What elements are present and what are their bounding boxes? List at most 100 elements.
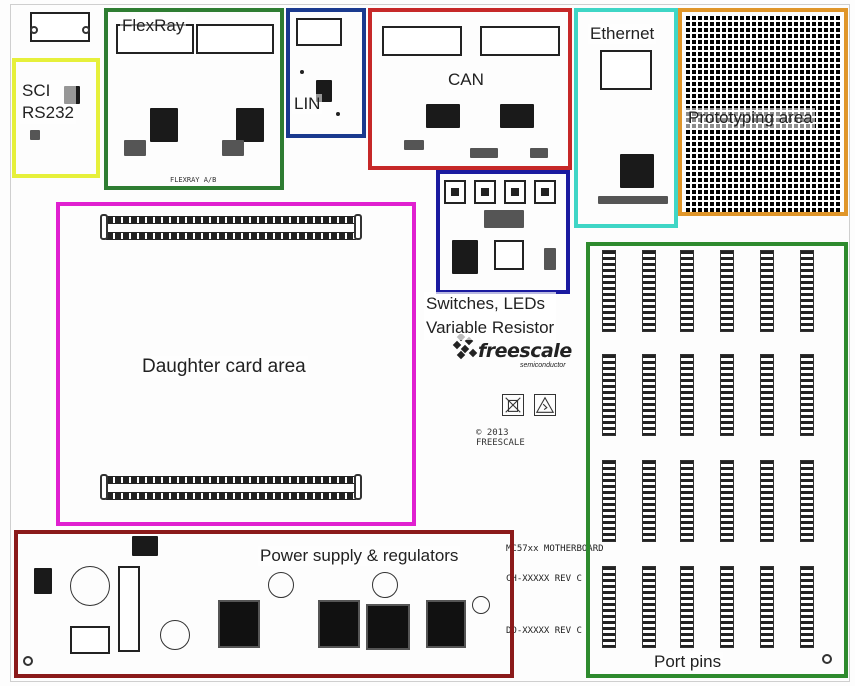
- region-label-line: Variable Resistor: [426, 318, 555, 337]
- region-switches-leds: [436, 170, 570, 294]
- capacitor: [472, 596, 490, 614]
- region-label-port-pins: Port pins: [652, 652, 724, 672]
- flexray-silk-label: FLEXRAY A/B: [170, 176, 217, 184]
- region-daughter-card: Daughter card area: [56, 202, 416, 526]
- region-label-line: RS232: [22, 103, 74, 122]
- led-bank: [484, 210, 524, 228]
- ethernet-phy: [620, 154, 654, 188]
- port-header: [720, 250, 734, 332]
- header: [470, 148, 498, 158]
- region-label-can: CAN: [446, 70, 486, 90]
- port-header: [800, 250, 814, 332]
- port-header: [642, 250, 656, 332]
- port-header: [800, 460, 814, 542]
- voltage-regulator: [366, 604, 410, 650]
- region-sci-rs232: SCI RS232: [12, 58, 100, 178]
- region-ethernet: Ethernet: [574, 8, 678, 228]
- mounting-hole: [82, 26, 90, 34]
- header: [544, 248, 556, 270]
- flexray-transceiver: [236, 108, 264, 142]
- header: [222, 140, 244, 156]
- weee-bin-icon: [502, 394, 524, 416]
- port-header: [720, 354, 734, 436]
- region-label-lin: LIN: [292, 94, 323, 114]
- power-jack: [70, 566, 110, 606]
- can-transceiver: [426, 104, 460, 128]
- region-flexray: FlexRay: [104, 8, 284, 190]
- port-header: [760, 566, 774, 648]
- port-header: [680, 566, 694, 648]
- freescale-logo-text: freescale: [478, 340, 572, 362]
- can-transceiver: [500, 104, 534, 128]
- region-lin: LIN: [286, 8, 366, 138]
- push-switch: [504, 180, 526, 204]
- push-switch: [534, 180, 556, 204]
- flexray-transceiver: [150, 108, 178, 142]
- port-header: [642, 566, 656, 648]
- ethernet-jack: [600, 50, 652, 90]
- region-label-sci-rs232: SCI RS232: [20, 80, 76, 124]
- region-label-power-supply: Power supply & regulators: [258, 546, 461, 566]
- inductor: [268, 572, 294, 598]
- voltage-regulator: [426, 600, 466, 648]
- port-header: [800, 566, 814, 648]
- board-name-line3: DO-XXXXX REV C: [506, 626, 582, 636]
- dip-switch: [452, 240, 478, 274]
- header: [124, 140, 146, 156]
- port-header: [602, 460, 616, 542]
- header: [404, 140, 424, 150]
- fuse-holder: [118, 566, 140, 652]
- esd-warning-icon: [534, 394, 556, 416]
- port-header: [720, 566, 734, 648]
- chip: [30, 130, 40, 140]
- can-connector: [480, 26, 560, 56]
- copyright-text: © 2013 FREESCALE: [476, 428, 525, 448]
- power-switch: [70, 626, 110, 654]
- region-label-line: Switches, LEDs: [426, 294, 546, 313]
- capacitor: [160, 620, 190, 650]
- freescale-logo-subtext: semiconductor: [520, 362, 566, 369]
- voltage-regulator: [218, 600, 260, 648]
- header: [530, 148, 548, 158]
- inductor: [372, 572, 398, 598]
- region-label-switches-leds: Switches, LEDs Variable Resistor: [424, 292, 557, 340]
- can-connector: [382, 26, 462, 56]
- region-label-daughter-card: Daughter card area: [140, 356, 308, 378]
- port-header: [760, 250, 774, 332]
- push-switch: [444, 180, 466, 204]
- db9-connector: [30, 12, 90, 42]
- region-label-ethernet: Ethernet: [588, 24, 657, 44]
- port-header: [760, 460, 774, 542]
- board-name-line2: CH-XXXXX REV C: [506, 574, 582, 584]
- push-switch: [474, 180, 496, 204]
- power-connector: [34, 568, 52, 594]
- port-header: [760, 354, 774, 436]
- mounting-hole: [30, 26, 38, 34]
- port-header: [602, 566, 616, 648]
- board-outline: [10, 4, 850, 682]
- region-prototyping: Prototyping area: [678, 8, 848, 216]
- region-label-line: SCI: [22, 81, 51, 100]
- port-header: [680, 354, 694, 436]
- lin-connector: [296, 18, 342, 46]
- port-header: [642, 354, 656, 436]
- port-header: [720, 460, 734, 542]
- board-name-line1: MC57xx MOTHERBOARD: [506, 544, 604, 554]
- region-label-flexray: FlexRay: [120, 16, 187, 36]
- voltage-regulator: [318, 600, 360, 648]
- region-label-prototyping: Prototyping area: [686, 108, 815, 128]
- port-header: [602, 250, 616, 332]
- port-header: [642, 460, 656, 542]
- chip: [132, 536, 158, 556]
- region-power-supply: Power supply & regulators: [14, 530, 514, 678]
- potentiometer: [494, 240, 524, 270]
- region-can: CAN: [368, 8, 572, 170]
- port-header: [680, 250, 694, 332]
- region-port-pins: Port pins: [586, 242, 848, 678]
- port-header: [800, 354, 814, 436]
- port-header: [680, 460, 694, 542]
- flexray-connector: [196, 24, 274, 54]
- port-header: [602, 354, 616, 436]
- ethernet-header: [598, 196, 668, 204]
